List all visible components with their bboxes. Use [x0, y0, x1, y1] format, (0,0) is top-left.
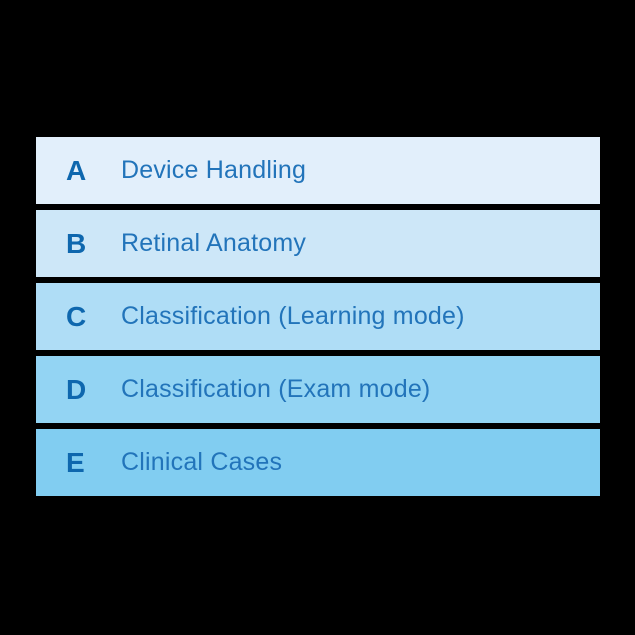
menu-item-label: Classification (Exam mode): [121, 375, 431, 403]
menu-item-letter: B: [66, 227, 87, 259]
menu-item-d[interactable]: D Classification (Exam mode): [36, 356, 600, 423]
menu-item-label: Device Handling: [121, 156, 307, 184]
menu-item-c[interactable]: C Classification (Learning mode): [36, 283, 600, 350]
menu-item-letter: E: [66, 446, 85, 478]
menu-item-label: Retinal Anatomy: [121, 229, 307, 257]
menu-item-letter: D: [66, 373, 87, 405]
menu-item-letter: C: [66, 300, 87, 332]
menu-item-e[interactable]: E Clinical Cases: [36, 429, 600, 496]
menu-item-label: Clinical Cases: [121, 448, 283, 476]
menu-item-a[interactable]: A Device Handling: [36, 137, 600, 204]
course-menu: A Device Handling B Retinal Anatomy C Cl…: [36, 137, 600, 496]
menu-item-label: Classification (Learning mode): [121, 302, 465, 330]
menu-item-b[interactable]: B Retinal Anatomy: [36, 210, 600, 277]
menu-item-letter: A: [66, 154, 87, 186]
